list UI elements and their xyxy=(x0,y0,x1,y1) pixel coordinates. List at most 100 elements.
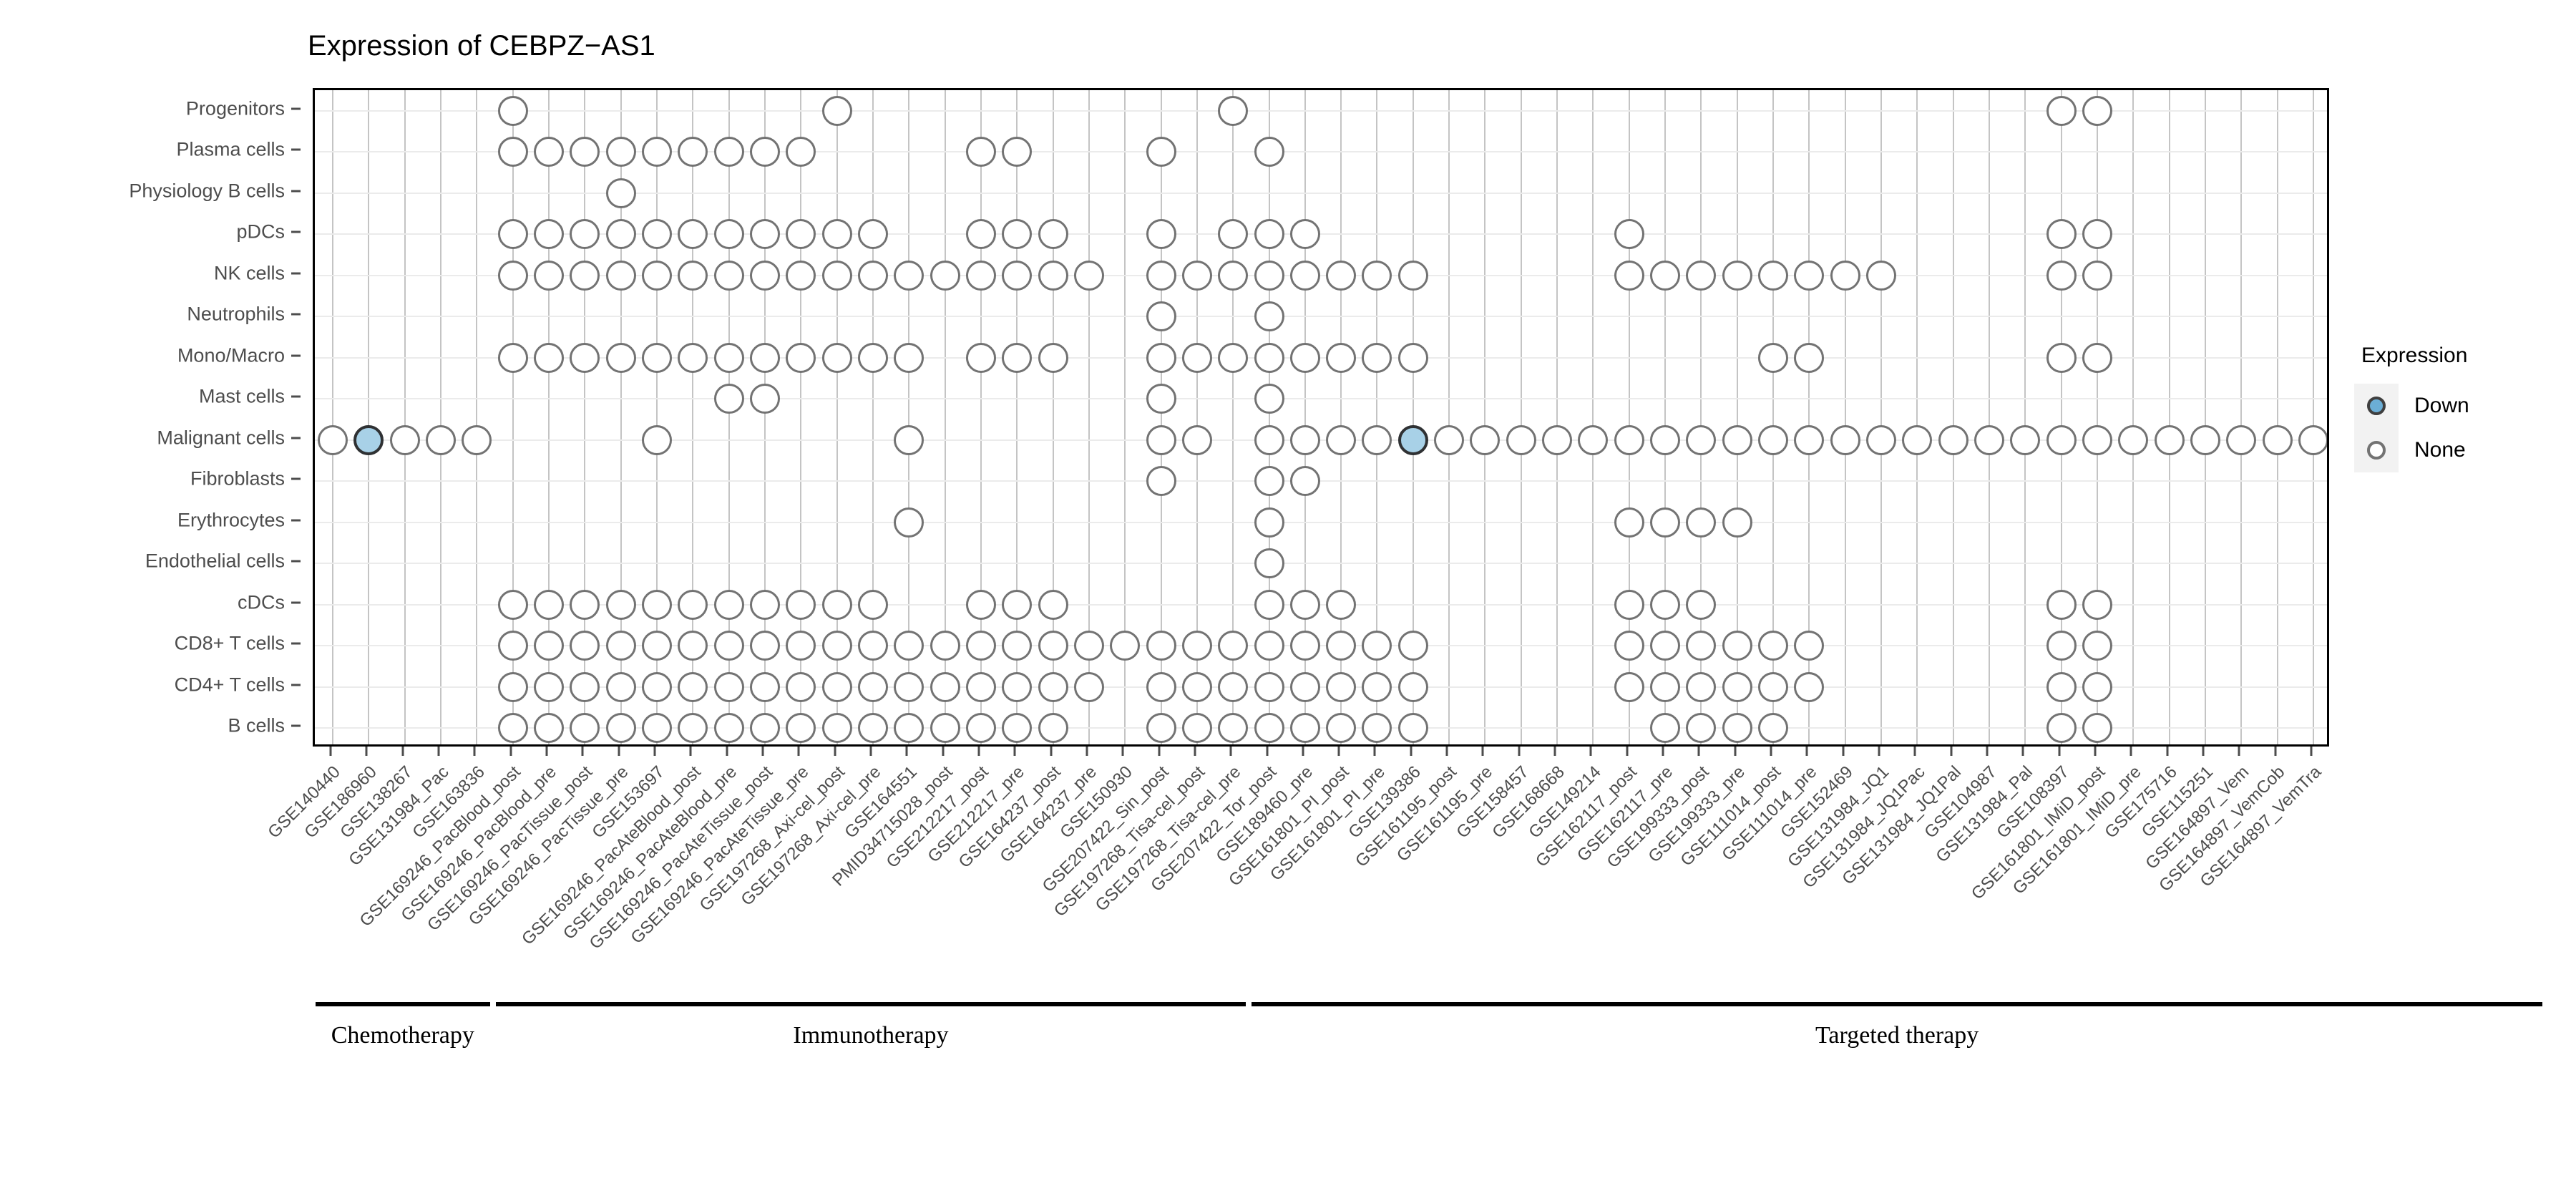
dot-none[interactable] xyxy=(1146,466,1176,497)
dot-none[interactable] xyxy=(1218,95,1249,126)
dot-none[interactable] xyxy=(786,671,816,702)
dot-none[interactable] xyxy=(1722,671,1752,702)
dot-none[interactable] xyxy=(713,342,744,373)
dot-none[interactable] xyxy=(1650,260,1681,291)
dot-none[interactable] xyxy=(1073,631,1104,661)
dot-none[interactable] xyxy=(1362,631,1392,661)
dot-none[interactable] xyxy=(1181,671,1212,702)
dot-none[interactable] xyxy=(1686,589,1717,620)
dot-none[interactable] xyxy=(605,631,636,661)
dot-none[interactable] xyxy=(857,219,888,250)
dot-none[interactable] xyxy=(713,219,744,250)
dot-none[interactable] xyxy=(1362,342,1392,373)
dot-none[interactable] xyxy=(1362,424,1392,455)
dot-none[interactable] xyxy=(1686,424,1717,455)
dot-none[interactable] xyxy=(2226,424,2257,455)
dot-none[interactable] xyxy=(1146,219,1176,250)
dot-none[interactable] xyxy=(1181,260,1212,291)
dot-none[interactable] xyxy=(713,713,744,744)
dot-none[interactable] xyxy=(2046,260,2077,291)
dot-none[interactable] xyxy=(1254,631,1284,661)
dot-none[interactable] xyxy=(750,589,781,620)
dot-none[interactable] xyxy=(1686,713,1717,744)
dot-none[interactable] xyxy=(318,424,348,455)
dot-none[interactable] xyxy=(894,671,924,702)
dot-none[interactable] xyxy=(857,342,888,373)
dot-none[interactable] xyxy=(1865,260,1896,291)
dot-none[interactable] xyxy=(821,219,852,250)
dot-none[interactable] xyxy=(678,342,708,373)
dot-none[interactable] xyxy=(462,424,492,455)
dot-none[interactable] xyxy=(1326,342,1357,373)
dot-none[interactable] xyxy=(1794,671,1825,702)
dot-none[interactable] xyxy=(1650,671,1681,702)
dot-none[interactable] xyxy=(1865,424,1896,455)
dot-none[interactable] xyxy=(570,671,600,702)
dot-none[interactable] xyxy=(642,713,673,744)
dot-none[interactable] xyxy=(1614,219,1644,250)
dot-none[interactable] xyxy=(642,219,673,250)
dot-none[interactable] xyxy=(1038,589,1068,620)
dot-none[interactable] xyxy=(1002,589,1033,620)
dot-none[interactable] xyxy=(1289,219,1320,250)
dot-none[interactable] xyxy=(389,424,420,455)
dot-none[interactable] xyxy=(1181,631,1212,661)
dot-none[interactable] xyxy=(642,589,673,620)
dot-none[interactable] xyxy=(1362,713,1392,744)
dot-none[interactable] xyxy=(1650,424,1681,455)
dot-none[interactable] xyxy=(534,671,565,702)
dot-none[interactable] xyxy=(713,589,744,620)
dot-none[interactable] xyxy=(605,671,636,702)
dot-none[interactable] xyxy=(1038,219,1068,250)
dot-none[interactable] xyxy=(1146,342,1176,373)
dot-none[interactable] xyxy=(1686,631,1717,661)
dot-none[interactable] xyxy=(1038,260,1068,291)
dot-none[interactable] xyxy=(965,589,996,620)
dot-none[interactable] xyxy=(2082,342,2112,373)
dot-none[interactable] xyxy=(1146,384,1176,414)
dot-none[interactable] xyxy=(821,671,852,702)
dot-none[interactable] xyxy=(2046,342,2077,373)
dot-none[interactable] xyxy=(1397,713,1428,744)
dot-none[interactable] xyxy=(1002,219,1033,250)
dot-none[interactable] xyxy=(534,260,565,291)
dot-none[interactable] xyxy=(2082,95,2112,126)
dot-none[interactable] xyxy=(1434,424,1465,455)
dot-none[interactable] xyxy=(2190,424,2220,455)
dot-none[interactable] xyxy=(894,507,924,538)
dot-none[interactable] xyxy=(497,219,528,250)
dot-none[interactable] xyxy=(1326,631,1357,661)
dot-none[interactable] xyxy=(497,342,528,373)
legend-item[interactable]: Down xyxy=(2354,384,2569,428)
dot-none[interactable] xyxy=(1181,713,1212,744)
dot-none[interactable] xyxy=(2298,424,2327,455)
dot-none[interactable] xyxy=(1181,342,1212,373)
dot-none[interactable] xyxy=(534,137,565,167)
dot-none[interactable] xyxy=(821,631,852,661)
dot-none[interactable] xyxy=(965,342,996,373)
dot-none[interactable] xyxy=(642,342,673,373)
dot-none[interactable] xyxy=(605,342,636,373)
dot-none[interactable] xyxy=(786,219,816,250)
dot-none[interactable] xyxy=(570,260,600,291)
dot-none[interactable] xyxy=(1830,260,1860,291)
dot-none[interactable] xyxy=(534,631,565,661)
dot-none[interactable] xyxy=(965,137,996,167)
dot-none[interactable] xyxy=(678,713,708,744)
dot-none[interactable] xyxy=(605,178,636,208)
dot-none[interactable] xyxy=(605,589,636,620)
dot-none[interactable] xyxy=(1758,631,1789,661)
dot-none[interactable] xyxy=(1146,671,1176,702)
dot-none[interactable] xyxy=(1254,466,1284,497)
dot-none[interactable] xyxy=(1326,713,1357,744)
dot-none[interactable] xyxy=(1686,671,1717,702)
dot-none[interactable] xyxy=(1254,424,1284,455)
dot-none[interactable] xyxy=(1397,260,1428,291)
dot-none[interactable] xyxy=(1002,260,1033,291)
dot-none[interactable] xyxy=(1181,424,1212,455)
dot-none[interactable] xyxy=(857,589,888,620)
dot-none[interactable] xyxy=(1289,631,1320,661)
dot-none[interactable] xyxy=(534,589,565,620)
dot-none[interactable] xyxy=(2118,424,2149,455)
dot-none[interactable] xyxy=(930,631,960,661)
